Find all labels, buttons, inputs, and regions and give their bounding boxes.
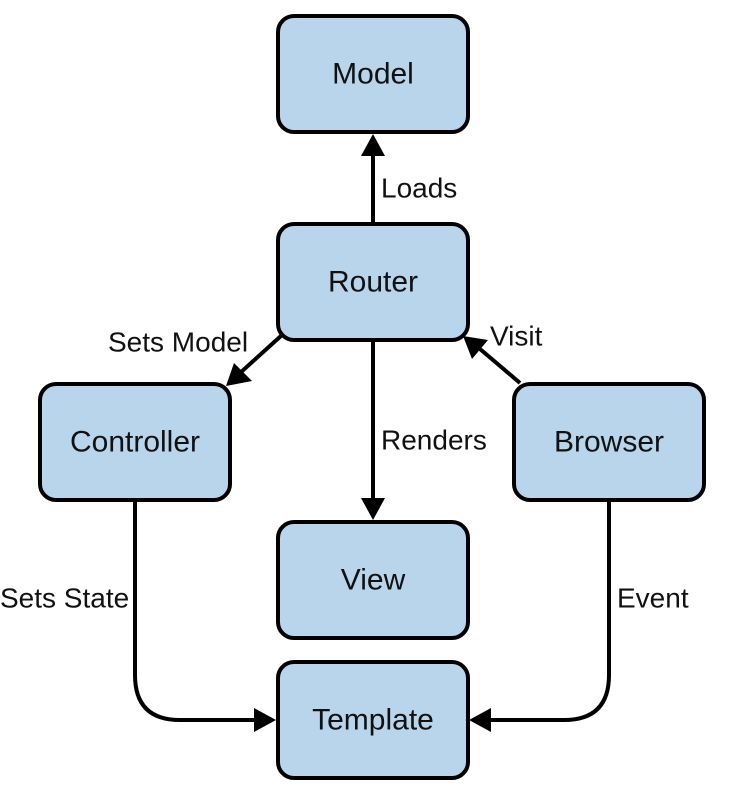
node-router-label: Router (328, 266, 418, 299)
node-template-label: Template (312, 704, 434, 737)
edge-browser-to-router (463, 336, 522, 385)
edge-label-sets-state: Sets State (0, 583, 129, 614)
edge-label-visit: Visit (490, 321, 543, 352)
node-browser-label: Browser (554, 426, 664, 459)
node-model-label: Model (332, 58, 414, 91)
node-controller: Controller (38, 382, 232, 502)
node-controller-label: Controller (70, 426, 200, 459)
edge-controller-to-template (133, 500, 276, 732)
node-template: Template (276, 660, 470, 780)
node-router: Router (276, 222, 470, 342)
edge-browser-to-template (469, 500, 611, 732)
edge-router-to-view (361, 340, 385, 520)
node-view: View (276, 520, 470, 640)
edge-label-renders: Renders (381, 425, 487, 456)
edge-label-sets-model: Sets Model (108, 327, 248, 358)
edge-label-event: Event (617, 583, 689, 614)
edge-router-to-model (361, 134, 385, 222)
node-model: Model (276, 14, 470, 134)
node-view-label: View (341, 564, 406, 597)
edge-router-to-controller (226, 333, 284, 386)
edge-label-loads: Loads (381, 173, 457, 204)
node-browser: Browser (512, 382, 706, 502)
